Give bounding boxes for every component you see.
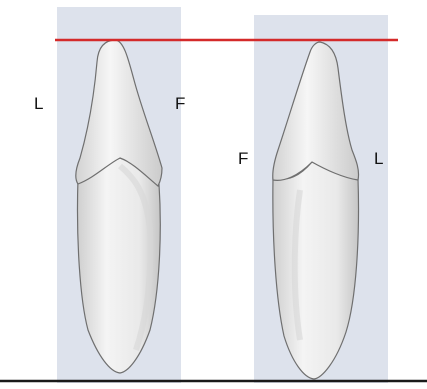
left-tooth-facial-label: F (175, 95, 185, 112)
left-tooth-lingual-label: L (34, 95, 43, 112)
right-tooth-facial-label: F (238, 150, 248, 167)
right-tooth-lingual-label: L (374, 150, 383, 167)
